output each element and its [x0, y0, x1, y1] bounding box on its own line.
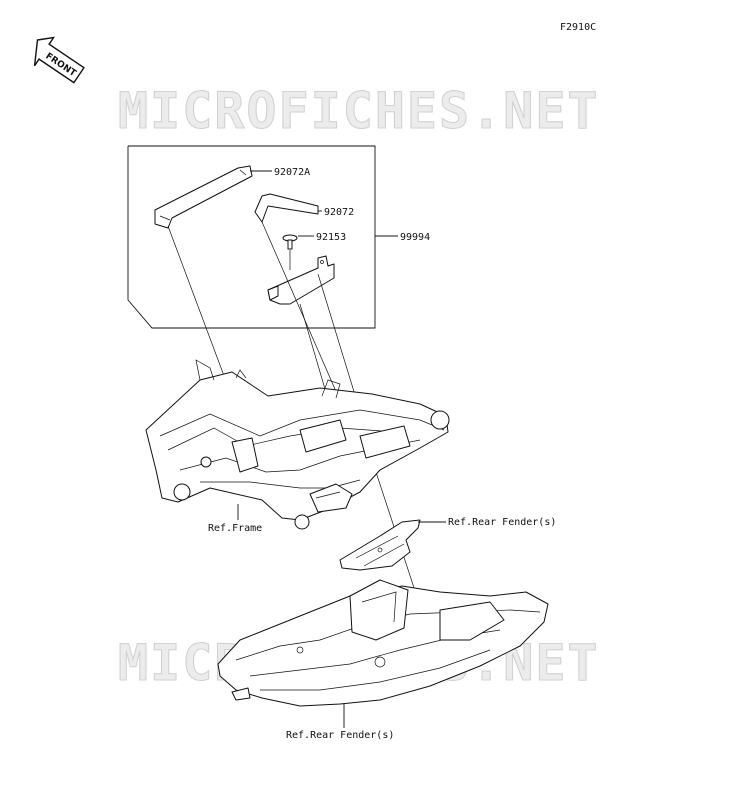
- frame-assembly: [145, 359, 450, 530]
- part-92153-bolt: [282, 234, 298, 250]
- part-92072a-strap: [154, 165, 253, 229]
- bracket-plate: [267, 255, 335, 305]
- part-label-92153: 92153: [316, 232, 346, 243]
- part-92072-strap: [254, 193, 319, 223]
- ref-rear-fender-lower-label: Ref.Rear Fender(s): [286, 730, 394, 741]
- rear-fender-lower: [217, 579, 549, 707]
- part-label-92072: 92072: [324, 207, 354, 218]
- kit-box: [127, 145, 376, 329]
- figure-code: F2910C: [560, 22, 596, 33]
- part-label-99994: 99994: [400, 232, 430, 243]
- part-label-92072a: 92072A: [274, 167, 310, 178]
- ref-rear-fender-upper-label: Ref.Rear Fender(s): [448, 517, 556, 528]
- watermark-top: MICROFICHES.NET: [118, 82, 600, 140]
- front-arrow-icon: FRONT: [33, 36, 85, 84]
- ref-frame-label: Ref.Frame: [208, 523, 262, 534]
- rear-fender-bracket-upper: [339, 519, 421, 571]
